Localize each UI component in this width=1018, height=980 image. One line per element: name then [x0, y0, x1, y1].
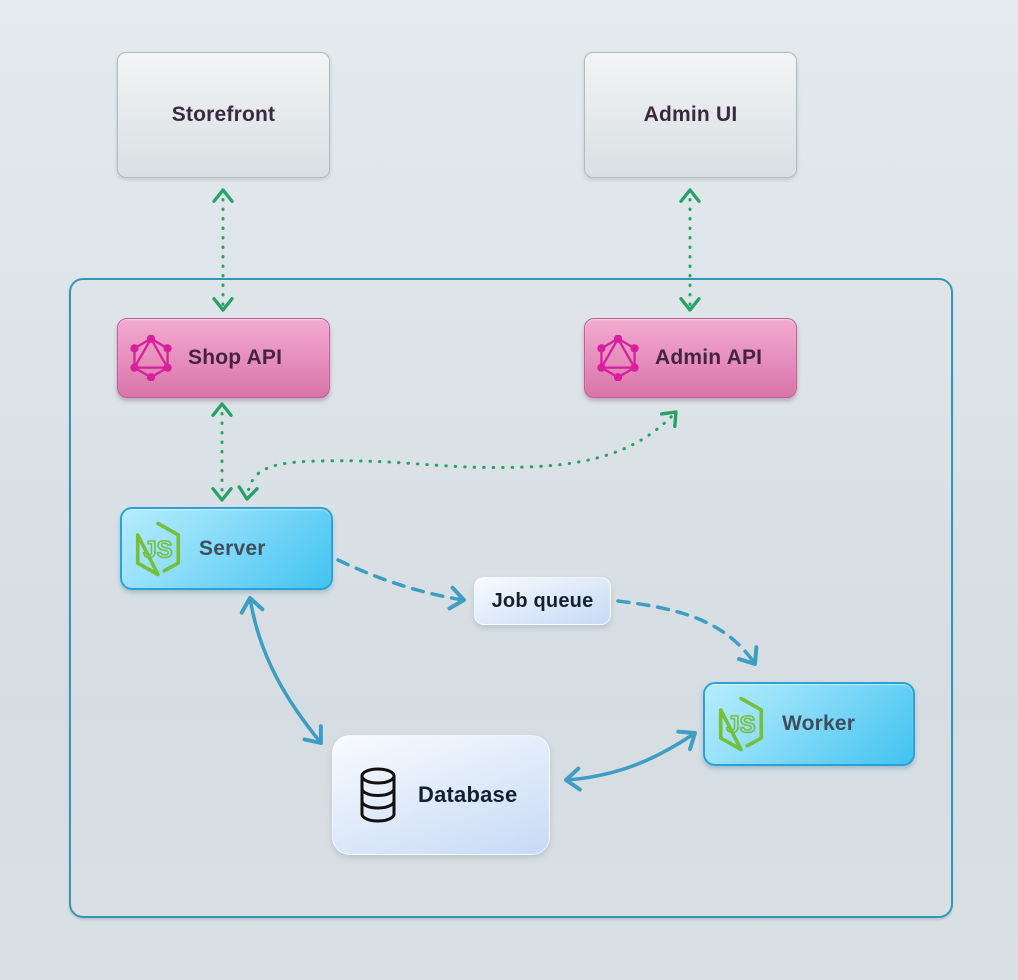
graphql-icon — [130, 335, 172, 381]
node-shop-api: Shop API — [117, 318, 330, 398]
node-worker-label: Worker — [782, 712, 856, 735]
node-admin-api: Admin API — [584, 318, 797, 398]
edge-server-jobqueue — [336, 558, 466, 611]
nodejs-icon: JS — [135, 521, 181, 576]
node-database-label: Database — [418, 782, 518, 807]
node-server: JS Server — [120, 507, 333, 590]
node-worker: JS Worker — [703, 682, 915, 766]
database-icon — [360, 767, 396, 823]
edge-database-worker — [564, 729, 697, 792]
server-boundary-box — [69, 278, 953, 918]
node-job-queue-label: Job queue — [491, 589, 594, 612]
node-storefront: Storefront — [117, 52, 330, 178]
node-storefront-label: Storefront — [171, 103, 276, 126]
edge-jobqueue-worker — [616, 599, 759, 666]
node-admin-ui-label: Admin UI — [643, 103, 738, 126]
nodejs-icon: JS — [718, 696, 764, 752]
node-shop-api-label: Shop API — [188, 346, 283, 369]
graphql-icon — [597, 335, 639, 381]
node-admin-api-label: Admin API — [655, 346, 763, 369]
node-database: Database — [332, 735, 550, 855]
svg-text:JS: JS — [143, 536, 172, 563]
edge-server-database — [239, 596, 323, 745]
edge-server-adminapi — [237, 410, 678, 501]
node-admin-ui: Admin UI — [584, 52, 797, 178]
node-server-label: Server — [199, 536, 266, 560]
node-job-queue: Job queue — [474, 577, 611, 625]
svg-text:JS: JS — [726, 711, 755, 738]
